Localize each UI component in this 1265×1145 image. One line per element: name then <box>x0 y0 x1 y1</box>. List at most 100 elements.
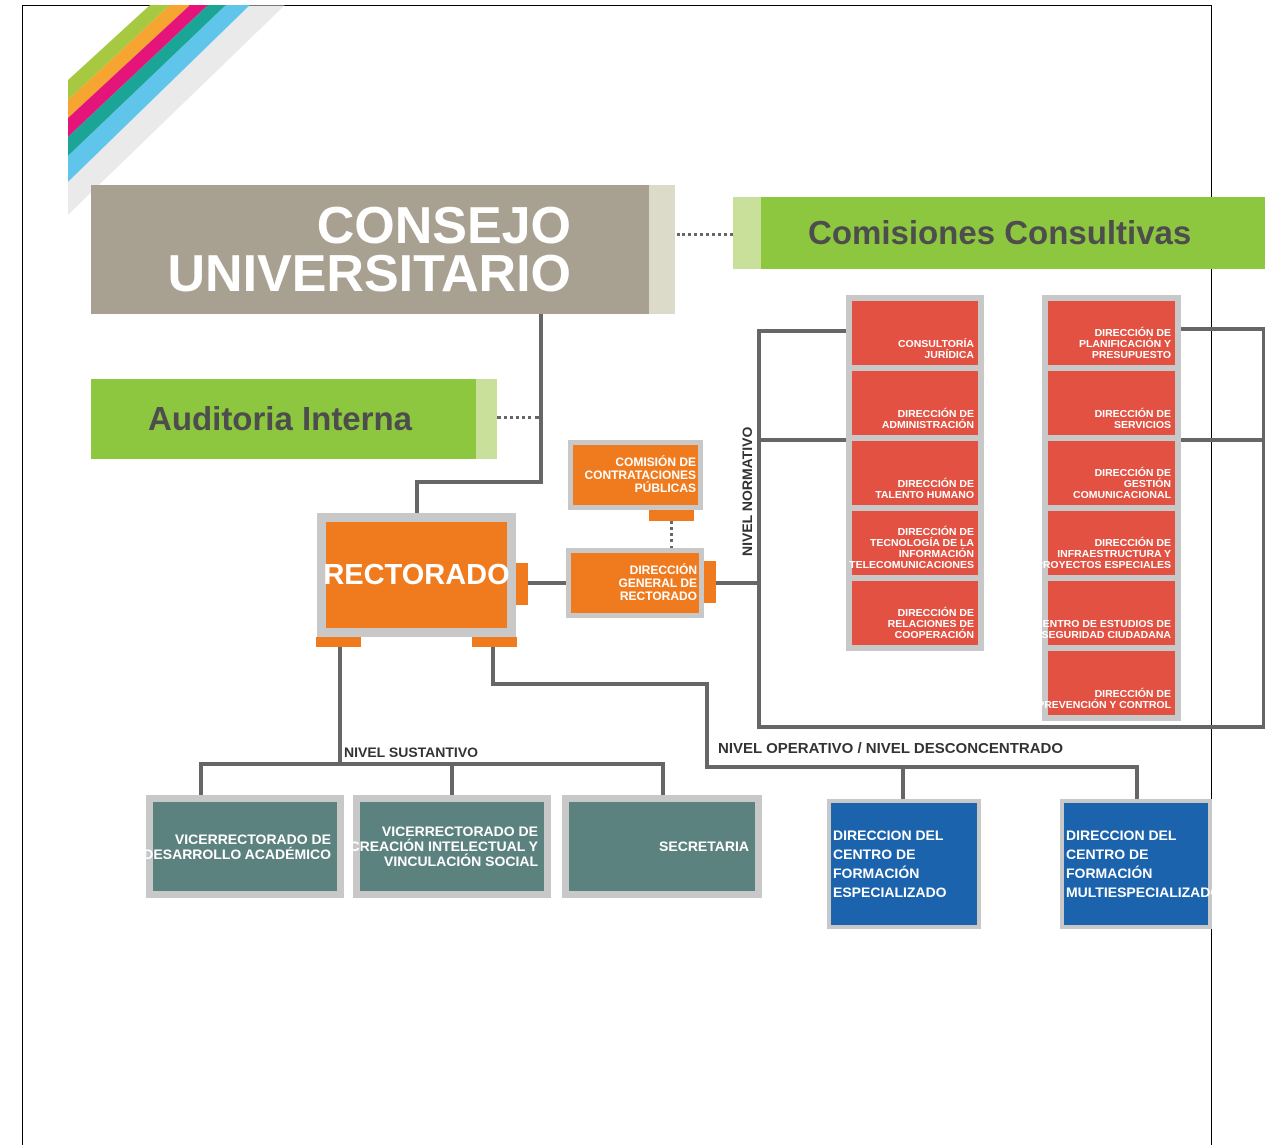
sustantivo-unit-line: SECRETARIA <box>659 838 749 854</box>
org-unit-line: DIRECCIÓN DE <box>897 478 974 490</box>
comisiones-consultivas-label: Comisiones Consultivas <box>808 214 1192 251</box>
org-unit-line: DIRECCIÓN DE <box>1094 688 1171 700</box>
connector-sustantivo-2 <box>450 762 454 798</box>
connector-direccion-normativo <box>716 581 760 585</box>
org-unit-line: RELACIONES DE <box>887 618 974 630</box>
auditoria-interna-box <box>91 379 476 459</box>
connector-rectorado-direccion <box>527 581 569 585</box>
org-unit-line: COOPERACIÓN <box>894 629 974 641</box>
connector-consejo-rectorado <box>539 314 543 484</box>
connector-consejo-rectorado-h <box>415 480 543 484</box>
consejo-universitario-box <box>91 185 649 314</box>
operativo-unit-1: DIRECCION DEL CENTRO DE FORMACIÓN MULTIESPE… <box>1060 799 1221 929</box>
nivel-normativo-label: NIVEL NORMATIVO <box>739 426 755 556</box>
org-unit-line: SEGURIDAD CIUDADANA <box>1041 629 1171 641</box>
sustantivo-unit-line: DESARROLLO ACADÉMICO <box>143 845 331 862</box>
org-unit-line: CENTRO DE ESTUDIOS DE <box>1035 618 1171 630</box>
operativo-unit-line: CENTRO DE <box>833 846 916 862</box>
comision-contrataciones-box <box>568 440 703 510</box>
rectorado-box <box>317 513 516 637</box>
org-unit-line: DIRECCIÓN DE <box>1094 467 1171 479</box>
org-unit-line: PREVENCIÓN Y CONTROL <box>1037 699 1171 711</box>
org-unit-line: TECNOLOGÍA DE LA <box>869 537 974 549</box>
sustantivo-unit-line: CREACIÓN INTELECTUAL Y <box>349 838 539 854</box>
comision-contrataciones-line: COMISIÓN DE <box>615 454 696 469</box>
consejo-title: CONSEJO UNIVERSITARIO <box>91 192 571 307</box>
org-unit-line: SERVICIOS <box>1114 419 1171 431</box>
org-unit-line: DIRECCIÓN DE <box>1094 408 1171 420</box>
direccion-general-rectorado-box <box>566 548 704 618</box>
operativo-unit-line: MULTIESPECIALIZADO <box>1066 884 1222 900</box>
consejo-line1: CONSEJO <box>316 196 571 255</box>
org-unit-line: TALENTO HUMANO <box>875 489 974 501</box>
connector-normativo-bottom <box>757 725 1265 729</box>
org-unit-line: PLANIFICACIÓN Y <box>1079 338 1171 350</box>
org-unit-line: JURÍDICA <box>924 349 974 361</box>
operativo-unit-line: FORMACIÓN <box>1066 865 1153 881</box>
org-unit-line: PROYECTOS ESPECIALES <box>1035 559 1171 571</box>
org-unit-line: DIRECCIÓN DE <box>897 607 974 619</box>
comisiones-accent <box>733 197 761 269</box>
connector-operativo-1 <box>901 765 905 801</box>
direccion-general-rectorado-line: RECTORADO <box>619 588 697 603</box>
org-unit-line: DIRECCIÓN DE <box>1094 537 1171 549</box>
org-unit-line: DIRECCIÓN DE <box>897 408 974 420</box>
direccion-general-rectorado-line: GENERAL DE <box>618 575 697 590</box>
org-unit-line: GESTIÓN <box>1123 478 1171 490</box>
nivel-operativo-label: NIVEL OPERATIVO / NIVEL DESCONCENTRADO <box>718 740 1064 757</box>
comision-contrataciones-tab <box>649 510 694 521</box>
consejo-accent <box>649 185 675 314</box>
direccion-general-rectorado-line: DIRECCIÓN <box>629 562 697 577</box>
comision-contrataciones-line: CONTRATACIONES <box>584 467 696 482</box>
dotted-contrataciones <box>670 520 673 550</box>
operativo-unit-line: ESPECIALIZADO <box>833 884 947 900</box>
rectorado-tab-bottom-left <box>316 637 361 647</box>
dotted-comisiones <box>677 233 733 236</box>
direccion-general-tab <box>704 561 716 603</box>
sustantivo-unit-2: SECRETARIA <box>562 795 762 898</box>
operativo-unit-line: CENTRO DE <box>1066 846 1149 862</box>
connector-operativo-h1 <box>491 682 709 686</box>
org-unit-line: PRESUPUESTO <box>1091 349 1171 361</box>
org-unit-line: ADMINISTRACIÓN <box>881 419 974 431</box>
rectorado-label: RECTORADO <box>323 558 510 591</box>
sustantivo-unit-line: VICERRECTORADO DE <box>174 830 331 847</box>
comision-contrataciones-line: PÚBLICAS <box>634 480 696 495</box>
connector-normativo-top <box>757 329 849 333</box>
connector-operativo-bus <box>705 765 1139 769</box>
rectorado-tab-bottom-right <box>472 637 517 647</box>
auditoria-accent <box>476 379 497 459</box>
connector-operativo-2 <box>1135 765 1139 801</box>
consejo-line2: UNIVERSITARIO <box>167 244 571 303</box>
org-unit-line: COMUNICACIONAL <box>1073 489 1171 501</box>
rectorado-tab-right <box>516 563 528 605</box>
connector-normativo-spine <box>757 329 761 728</box>
org-unit-line: CONSULTORÍA <box>897 338 974 350</box>
connector-operativo-v <box>705 682 709 768</box>
right-col-frame <box>1042 295 1181 721</box>
connector-sustantivo-1 <box>199 762 203 798</box>
sustantivo-unit-line: VICERRECTORADO DE <box>381 823 538 839</box>
connector-operativo-drop <box>491 645 495 685</box>
operativo-unit-line: DIRECCION DEL <box>1066 827 1177 843</box>
connector-right-spine <box>1262 327 1265 729</box>
org-unit-line: Y TELECOMUNICACIONES <box>839 559 974 571</box>
connector-sustantivo-bus <box>199 762 665 766</box>
connector-rectorado-top <box>415 480 419 516</box>
connector-right-mid <box>1178 438 1265 442</box>
